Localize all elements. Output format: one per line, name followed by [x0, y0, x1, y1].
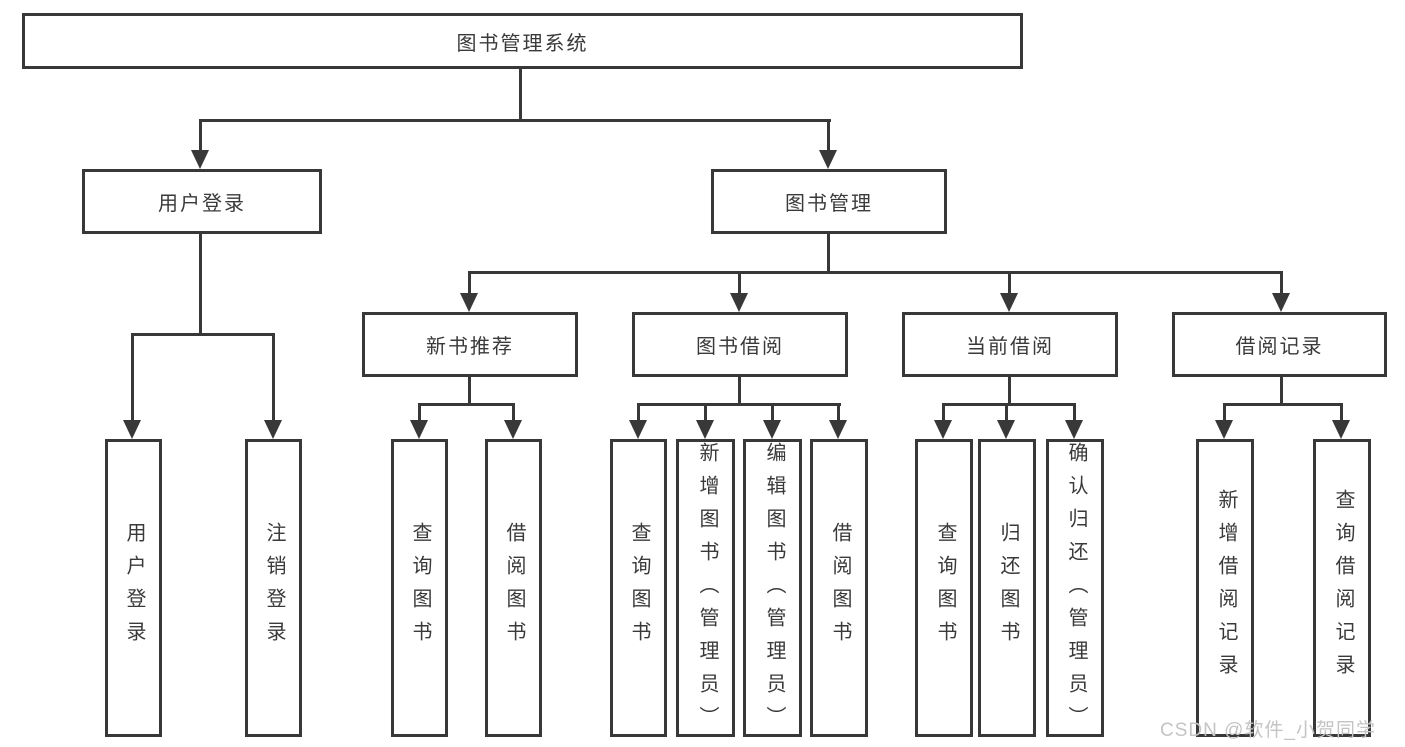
node-borrowing-records: 借阅记录 — [1172, 312, 1387, 377]
arrow-down-icon — [629, 420, 647, 439]
arrow-down-icon — [504, 420, 522, 439]
connector-line — [1280, 271, 1283, 295]
connector-line — [519, 69, 522, 122]
connector-line — [637, 403, 841, 406]
connector-line — [827, 119, 830, 152]
node-book-management: 图书管理 — [711, 169, 947, 234]
connector-line — [131, 333, 134, 421]
arrow-down-icon — [1065, 420, 1083, 439]
arrow-down-icon — [934, 420, 952, 439]
node-book-borrowing: 图书借阅 — [632, 312, 848, 377]
leaf-query-books: 查询图书 — [391, 439, 448, 737]
arrow-down-icon — [730, 293, 748, 312]
connector-line — [1005, 403, 1008, 421]
connector-line — [199, 234, 202, 336]
leaf-logout: 注销登录 — [245, 439, 302, 737]
connector-line — [1008, 377, 1011, 406]
arrow-down-icon — [763, 420, 781, 439]
connector-line — [837, 403, 840, 421]
connector-line — [272, 333, 275, 421]
arrow-down-icon — [696, 420, 714, 439]
leaf-confirm-return-admin: 确认归还（管理员） — [1046, 439, 1104, 739]
connector-line — [738, 271, 741, 295]
leaf-edit-books-admin: 编辑图书（管理员） — [743, 439, 802, 739]
arrow-down-icon — [829, 420, 847, 439]
connector-line — [468, 271, 1283, 274]
connector-line — [468, 271, 471, 295]
connector-line — [1223, 403, 1226, 421]
arrow-down-icon — [191, 150, 209, 169]
connector-line — [418, 403, 421, 421]
connector-line — [131, 333, 275, 336]
leaf-user-login: 用户登录 — [105, 439, 162, 737]
connector-line — [468, 377, 471, 406]
connector-line — [827, 234, 830, 274]
arrow-down-icon — [460, 293, 478, 312]
connector-line — [738, 377, 741, 406]
connector-line — [1223, 403, 1343, 406]
leaf-borrow-books: 借阅图书 — [810, 439, 868, 737]
arrow-down-icon — [123, 420, 141, 439]
leaf-return-books: 归还图书 — [978, 439, 1036, 737]
leaf-query-books: 查询图书 — [915, 439, 973, 737]
connector-line — [1340, 403, 1343, 421]
connector-line — [512, 403, 515, 421]
connector-line — [418, 403, 515, 406]
connector-line — [1008, 271, 1011, 295]
connector-line — [942, 403, 945, 421]
leaf-borrow-books: 借阅图书 — [485, 439, 542, 737]
connector-line — [1280, 377, 1283, 406]
node-library-management-system: 图书管理系统 — [22, 13, 1023, 69]
arrow-down-icon — [1272, 293, 1290, 312]
leaf-query-books: 查询图书 — [610, 439, 667, 737]
node-new-book-recommendation: 新书推荐 — [362, 312, 578, 377]
arrow-down-icon — [410, 420, 428, 439]
arrow-down-icon — [1332, 420, 1350, 439]
connector-line — [637, 403, 640, 421]
leaf-add-books-admin: 新增图书（管理员） — [676, 439, 735, 739]
connector-line — [771, 403, 774, 421]
arrow-down-icon — [997, 420, 1015, 439]
leaf-add-borrow-record: 新增借阅记录 — [1196, 439, 1254, 737]
arrow-down-icon — [1215, 420, 1233, 439]
connector-line — [1073, 403, 1076, 421]
arrow-down-icon — [819, 150, 837, 169]
leaf-query-borrow-record: 查询借阅记录 — [1313, 439, 1371, 737]
arrow-down-icon — [1000, 293, 1018, 312]
connector-line — [942, 403, 1076, 406]
node-current-borrowing: 当前借阅 — [902, 312, 1118, 377]
arrow-down-icon — [264, 420, 282, 439]
node-user-login: 用户登录 — [82, 169, 322, 234]
connector-line — [199, 119, 202, 152]
csdn-watermark: CSDN @软件_小贺同学 — [1160, 720, 1376, 741]
connector-line — [199, 119, 831, 122]
connector-line — [704, 403, 707, 421]
